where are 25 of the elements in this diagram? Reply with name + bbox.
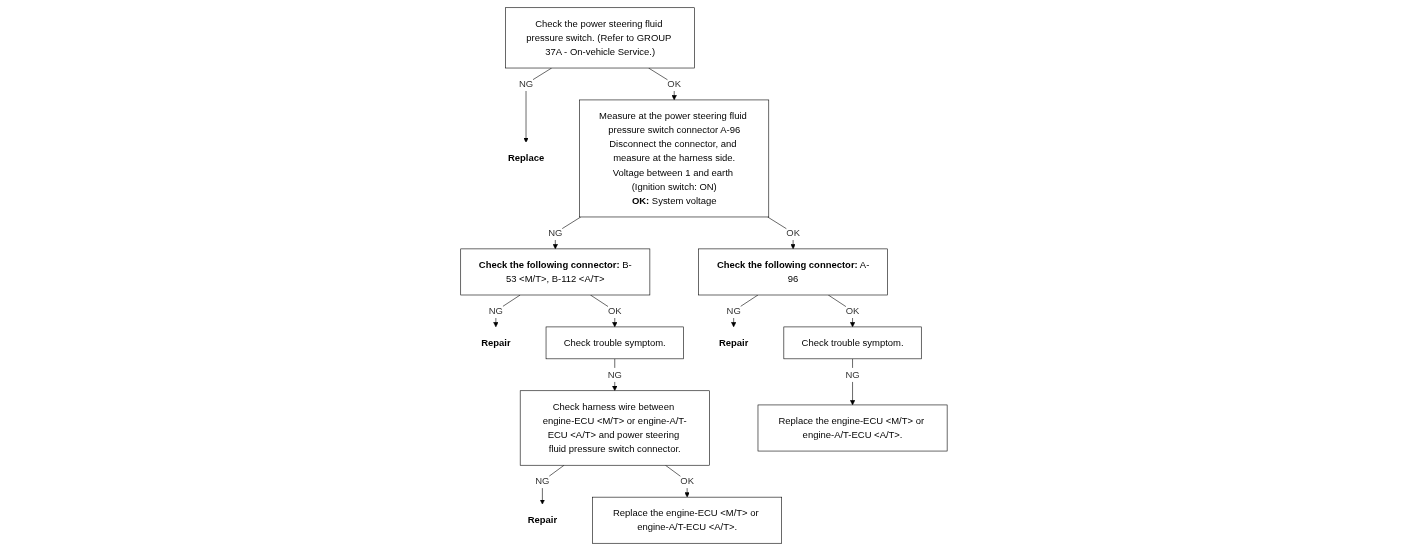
edge-label: OK	[680, 475, 695, 486]
node-box: Check trouble symptom.	[545, 326, 684, 359]
node-box: Measure at the power steering fluid pressure switch connector A-96 Disconnect the connector, and measure at the harness side. Voltage between 1 and earth (Ignition switch: ON) OK: System voltage	[579, 99, 770, 217]
edge-label: OK	[667, 78, 682, 89]
node-box: Check trouble symptom.	[783, 326, 922, 359]
node-text: Repair	[527, 514, 558, 525]
node-text: Replace	[507, 152, 545, 163]
node-text: Repair	[481, 337, 511, 348]
edge-label: NG	[548, 227, 563, 238]
edge-label: OK	[845, 305, 860, 316]
edge-label: NG	[535, 475, 550, 486]
edge-label: NG	[845, 368, 860, 380]
edge-label: NG	[607, 368, 622, 380]
node-box: Check the following connector: A-96	[698, 248, 889, 295]
node-box: Check the following connector: B-53 <M/T>, B-112 <A/T>	[460, 248, 651, 295]
node-box: Replace the engine-ECU <M/T> or engine-A/T-ECU <A/T>.	[592, 496, 783, 544]
node-box: Check harness wire between engine-ECU <M/T> or engine-A/T-ECU <A/T> and power steering fluid pressure switch connector.	[519, 389, 710, 466]
edge-label: NG	[488, 305, 504, 316]
edge-label: NG	[726, 305, 741, 316]
edge-label: OK	[786, 227, 800, 238]
node-box: Check the power steering fluid pressure switch. (Refer to GROUP 37A - On-vehicle Service.)	[505, 6, 696, 68]
edge-label: NG	[519, 78, 534, 89]
edge-label: OK	[607, 305, 622, 316]
node-box: Replace the engine-ECU <M/T> or engine-A/T-ECU <A/T>.	[757, 404, 948, 451]
node-text: Repair	[719, 337, 749, 348]
